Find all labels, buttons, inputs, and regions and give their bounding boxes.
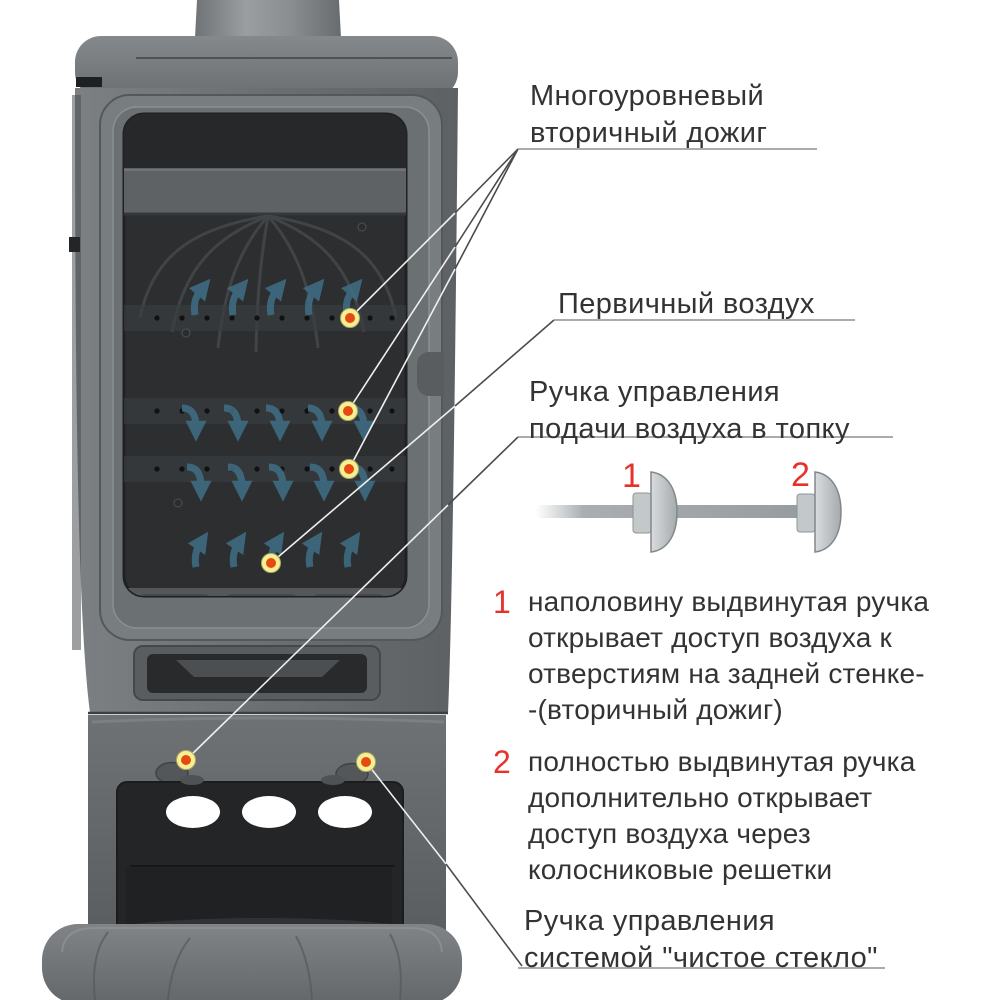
label-air-supply-line2: подачи воздуха в топку	[529, 413, 850, 445]
note-2-line4: колосниковые решетки	[528, 854, 833, 885]
note-1-number: 1	[493, 584, 511, 620]
oval-cutouts	[166, 796, 372, 828]
label-clean-glass-line2: системой "чистое стекло"	[524, 942, 878, 974]
leader-clean-glass-inner	[365, 761, 447, 865]
handle-position-1-number: 1	[622, 457, 641, 495]
label-clean-glass-line1: Ручка управления	[524, 905, 776, 937]
base-plinth	[42, 918, 462, 1000]
marker-secondary-level-1	[340, 308, 360, 328]
ash-drawer	[133, 645, 381, 701]
note-2-text: полностью выдвинутая ручка дополнительно…	[528, 744, 916, 888]
leader-secondary-1-inner	[349, 212, 456, 319]
leader-secondary-1-outer	[454, 148, 519, 214]
primary-air-arrows-row-4	[187, 531, 361, 568]
handle-knob-position-1	[650, 471, 678, 553]
note-1-line1: наполовину выдвинутая ручка	[528, 586, 930, 617]
pedestal	[88, 711, 448, 941]
note-2-line2: дополнительно открывает	[528, 782, 873, 813]
label-air-supply-line1: Ручка управления	[529, 376, 781, 408]
grate	[124, 588, 406, 596]
marker-secondary-level-3	[339, 459, 359, 479]
leader-lines	[185, 148, 893, 969]
open-door-gap	[72, 95, 81, 650]
handle-positions-diagram	[535, 471, 842, 553]
handle-collar-1	[632, 492, 652, 534]
marker-clean-glass-knob	[356, 752, 376, 772]
handle-collar-2	[796, 493, 816, 533]
note-1-text: наполовину выдвинутая ручка открывает до…	[528, 584, 929, 728]
base-seams	[92, 931, 402, 1000]
handle-knob-position-2	[814, 471, 842, 553]
leader-secondary-3-outer	[454, 148, 519, 270]
leader-primary-outer	[454, 319, 555, 407]
handle-position-2-number: 2	[791, 456, 810, 494]
label-air-supply-handle: Ручка управления подачи воздуха в топку	[529, 374, 850, 448]
note-2-number: 2	[493, 744, 511, 780]
note-1-line4: -(вторичный дожиг)	[528, 694, 783, 725]
leader-primary-inner	[270, 405, 456, 564]
leader-air-handle-outer	[447, 436, 519, 506]
point-markers	[176, 308, 376, 772]
leader-clean-glass-outer	[445, 863, 523, 967]
marker-air-supply-knob	[176, 750, 196, 770]
note-2-line3: доступ воздуха через	[528, 818, 811, 849]
back-wall-screws	[173, 222, 367, 508]
air-hole-row-1	[154, 315, 395, 321]
label-primary-air: Первичный воздух	[558, 288, 815, 320]
label-secondary-afterburn: Многоуровневый вторичный дожиг	[530, 78, 767, 152]
firebox-baffle	[124, 168, 406, 215]
label-secondary-line2: вторичный дожиг	[530, 117, 768, 149]
label-secondary-line1: Многоуровневый	[530, 80, 765, 112]
ash-drawer-handle	[176, 660, 340, 677]
leader-air-handle-inner	[185, 504, 449, 761]
note-2-line1: полностью выдвинутая ручка	[528, 746, 916, 777]
marker-primary-air	[261, 553, 281, 573]
label-clean-glass-handle: Ручка управления системой "чистое стекло…	[524, 903, 878, 977]
air-hole-row-2	[154, 408, 395, 414]
airflow-arrows	[181, 278, 376, 568]
leader-secondary-2-inner	[347, 246, 456, 412]
note-1-line2: открывает доступ воздуха к	[528, 622, 892, 653]
note-1-line3: отверстиям на задней стенке-	[528, 658, 925, 689]
leader-secondary-3-inner	[348, 268, 456, 470]
marker-secondary-level-2	[338, 401, 358, 421]
leader-secondary-2-outer	[454, 148, 519, 248]
door-latch-notch	[417, 352, 444, 396]
